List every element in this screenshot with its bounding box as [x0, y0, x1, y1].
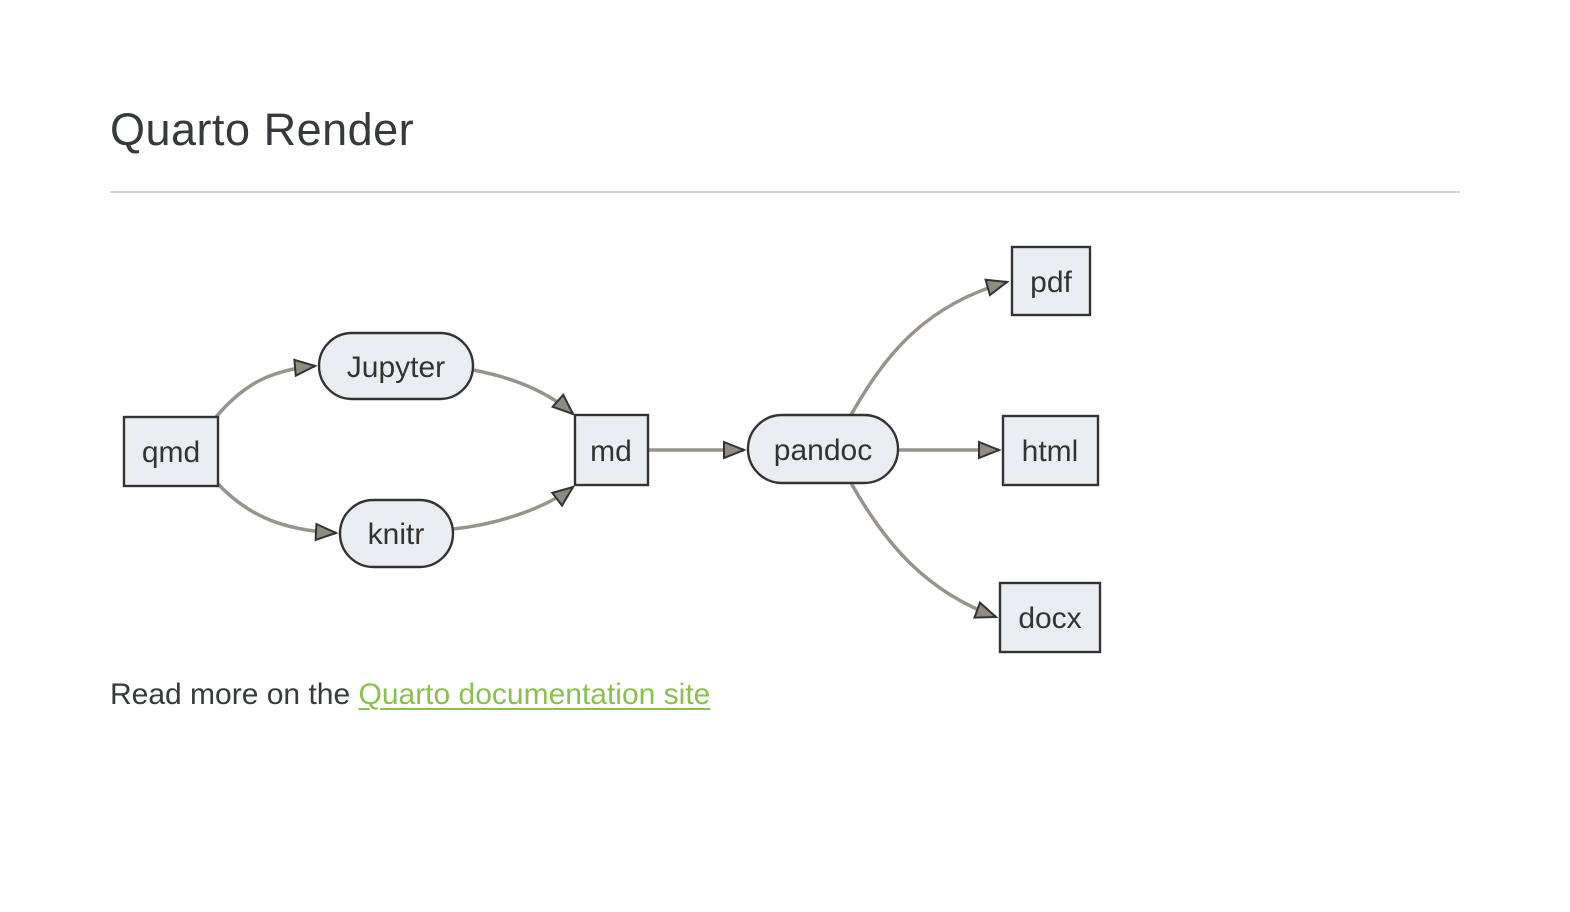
node-pandoc-label: pandoc [774, 434, 872, 467]
node-pdf-label: pdf [1030, 266, 1072, 299]
edge-jupyter-to-md [472, 368, 576, 416]
edge-qmd-to-jupyter [214, 358, 318, 419]
node-pandoc: pandoc [746, 413, 900, 485]
title-divider [110, 191, 1460, 193]
node-qmd: qmd [122, 415, 220, 488]
node-knitr-label: knitr [368, 518, 425, 551]
node-html-label: html [1022, 435, 1079, 468]
quarto-render-diagram: qmd Jupyter knitr md pandoc pdf html [122, 245, 1102, 654]
node-pdf: pdf [1010, 245, 1092, 317]
edge-pandoc-to-pdf [849, 278, 1010, 416]
node-docx-label: docx [1018, 602, 1081, 635]
edge-pandoc-to-docx [849, 482, 999, 619]
node-html: html [1001, 414, 1100, 487]
node-knitr: knitr [338, 498, 455, 569]
node-jupyter-label: Jupyter [347, 351, 445, 384]
page-title: Quarto Render [110, 104, 415, 155]
read-more-prefix: Read more on the [110, 678, 359, 711]
node-jupyter: Jupyter [317, 331, 475, 401]
edge-qmd-to-knitr [214, 480, 339, 542]
edge-knitr-to-md [452, 485, 576, 531]
read-more-text: Read more on the Quarto documentation si… [110, 674, 710, 716]
node-qmd-label: qmd [142, 436, 200, 469]
node-md-label: md [590, 435, 632, 468]
quarto-docs-link[interactable]: Quarto documentation site [358, 678, 711, 711]
node-md: md [573, 413, 650, 487]
node-docx: docx [998, 581, 1102, 654]
